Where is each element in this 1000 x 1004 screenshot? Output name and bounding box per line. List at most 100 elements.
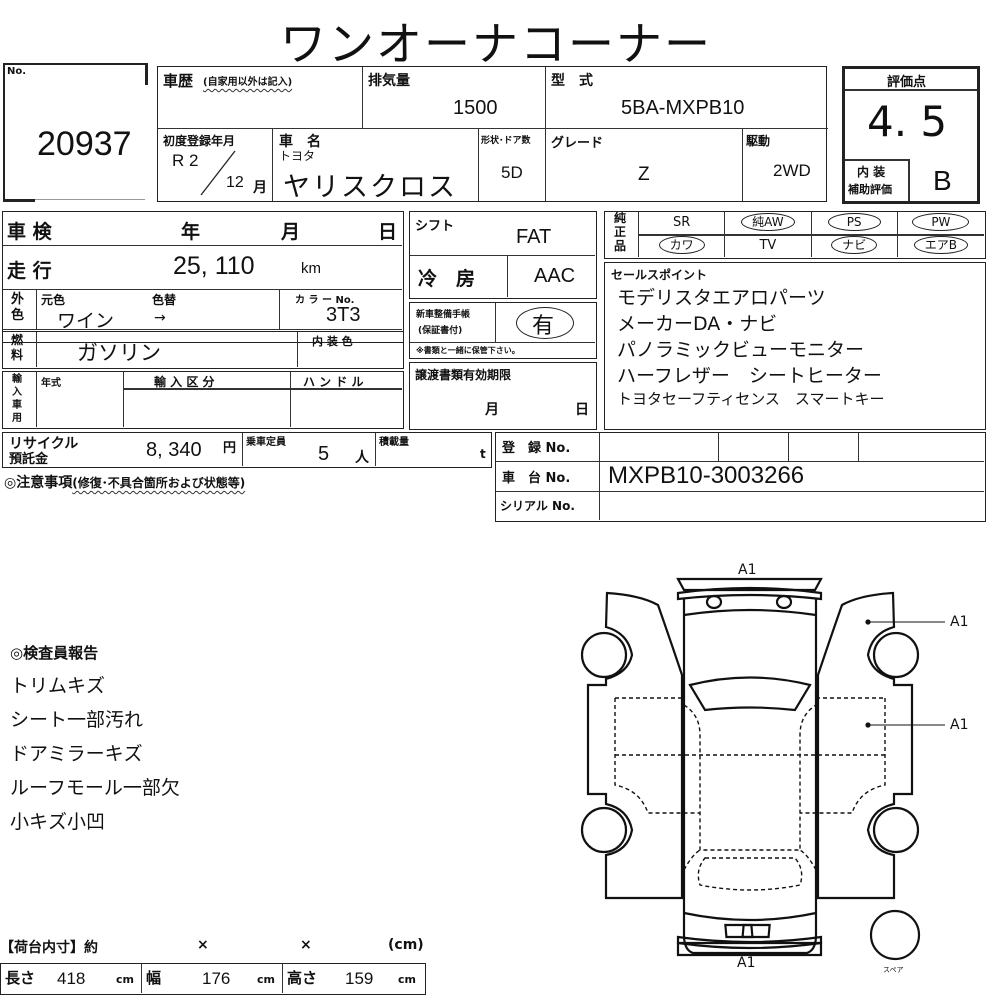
options-side-cell: 純正品 bbox=[605, 212, 639, 257]
recycle-value: 8, 340 bbox=[146, 439, 202, 461]
displacement-value: 1500 bbox=[453, 97, 498, 119]
service-book-block: 新車整備手帳 (保証書付) 有 ※書類と一緒に保管下さい。 bbox=[409, 302, 597, 359]
width-unit: cm bbox=[257, 973, 275, 986]
right-rear-door-damage-code: A1 bbox=[950, 717, 969, 733]
transfer-day: 日 bbox=[575, 402, 589, 418]
aircon-value: AAC bbox=[534, 265, 576, 287]
notes-heading: ◎注意事項(修復･不具合箇所および状態等) bbox=[4, 472, 245, 492]
model-code-value: 5BA-MXPB10 bbox=[621, 97, 745, 119]
serial-label-cell: シリアル No. bbox=[496, 492, 600, 520]
chassis-label: 車 台 No. bbox=[502, 471, 571, 486]
import-class-cell: 輸 入 区 分 bbox=[123, 372, 291, 427]
exterior-side-label: 外色 bbox=[11, 292, 25, 323]
recycle-cell: リサイクル 預託金 8, 340 円 bbox=[3, 433, 243, 466]
inspection-label: 車 検 bbox=[7, 221, 52, 243]
drive-label: 駆動 bbox=[746, 134, 771, 148]
date-slash-icon bbox=[200, 150, 236, 196]
interior-score-label-cell: 内 装 補助評価 bbox=[845, 159, 910, 201]
drive-cell: 駆動 2WD bbox=[743, 129, 828, 201]
first-registration-cell: 初度登録年月 R 2 12 月 bbox=[158, 129, 273, 201]
grade-value: Z bbox=[638, 164, 650, 185]
first-reg-label: 初度登録年月 bbox=[163, 134, 236, 148]
option-pw: PW bbox=[898, 212, 984, 234]
score-header: 評価点 bbox=[845, 69, 977, 91]
grade-label: グレード bbox=[551, 136, 604, 151]
shift-value: FAT bbox=[516, 226, 552, 248]
interior-score-value: B bbox=[933, 165, 952, 196]
option-ps: PS bbox=[812, 212, 898, 234]
cargo-dimensions-table: 長さ 418 cm 幅 176 cm 高さ 159 cm bbox=[0, 963, 426, 995]
fuel-block: 燃料 ガソリン 内 装 色 bbox=[2, 331, 404, 369]
front-damage-code: A1 bbox=[738, 562, 757, 578]
options-row-1: SR 純AW PS PW bbox=[639, 212, 984, 234]
left-detail-block: 車 検 年 月 日 走 行 25, 110 km 外色 元色 色替 ワイン → … bbox=[2, 211, 404, 343]
registration-number-cells bbox=[600, 433, 984, 462]
history-label: 車歴 bbox=[163, 72, 194, 90]
chassis-number: MXPB10-3003266 bbox=[608, 462, 805, 489]
capacity-unit: 人 bbox=[355, 450, 369, 466]
mileage-value: 25, 110 bbox=[173, 252, 255, 280]
load-label: 積載量 bbox=[379, 437, 409, 448]
aircon-label-cell: 冷 房 bbox=[410, 256, 508, 297]
chassis-value-cell: MXPB10-3003266 bbox=[600, 462, 984, 492]
spare-tire-label: スペア bbox=[883, 966, 904, 974]
length-label: 長さ bbox=[5, 969, 36, 987]
service-book-label-cell: 新車整備手帳 (保証書付) bbox=[410, 303, 496, 343]
width-value: 176 bbox=[202, 969, 231, 988]
registration-label-cell: 登 録 No. bbox=[496, 433, 600, 462]
cargo-heading-label: 【荷台内寸】約 bbox=[0, 940, 98, 956]
shift-row: シフト FAT bbox=[410, 212, 595, 256]
load-cell: 積載量 t bbox=[376, 433, 490, 466]
inspection-day: 日 bbox=[378, 221, 398, 243]
orig-color-value: ワイン bbox=[57, 310, 115, 330]
inspector-note: ルーフモール一部欠 bbox=[10, 777, 180, 799]
length-value: 418 bbox=[57, 969, 86, 988]
color-arrow: → bbox=[154, 310, 166, 326]
color-no-value: 3T3 bbox=[326, 304, 361, 326]
recycle-label-2: 預託金 bbox=[9, 452, 49, 466]
exterior-color-cell: 元色 色替 ワイン → bbox=[37, 290, 280, 330]
interior-label-2: 補助評価 bbox=[848, 183, 892, 196]
body-doors-label: 形状･ドア数 bbox=[481, 136, 531, 146]
sales-point-line: トヨタセーフティセンス スマートキー bbox=[617, 390, 885, 408]
sales-points-block: セールスポイント モデリスタエアロパーツ メーカーDA・ナビ パノラミックビュー… bbox=[604, 262, 986, 430]
car-name-label: 車 名 bbox=[279, 134, 321, 150]
sales-points-label: セールスポイント bbox=[611, 268, 708, 282]
shift-aircon-block: シフト FAT 冷 房 AAC bbox=[409, 211, 597, 299]
load-unit: t bbox=[480, 447, 486, 461]
car-outline-icon bbox=[580, 577, 945, 961]
first-reg-month: 12 bbox=[226, 174, 244, 191]
drive-value: 2WD bbox=[773, 161, 811, 180]
sales-point-line: メーカーDA・ナビ bbox=[617, 313, 778, 335]
body-doors-cell: 形状･ドア数 5D bbox=[479, 129, 546, 201]
service-book-label-2: (保証書付) bbox=[418, 326, 463, 336]
mileage-unit: km bbox=[301, 260, 321, 277]
sales-point-line: モデリスタエアロパーツ bbox=[617, 287, 826, 309]
lot-number: 20937 bbox=[37, 125, 132, 163]
import-side-cell: 輸入車用 bbox=[3, 372, 37, 427]
model-code-cell: 型 式 5BA-MXPB10 bbox=[546, 67, 828, 129]
recycle-label-1: リサイクル bbox=[9, 436, 79, 452]
options-row-2: カワ TV ナビ エアB bbox=[639, 235, 984, 257]
inspector-heading: ◎検査員報告 bbox=[10, 644, 99, 662]
notes-heading-sub: (修復･不具合箇所および状態等) bbox=[72, 476, 246, 490]
fuel-value: ガソリン bbox=[77, 341, 161, 365]
option-genuine-aw: 純AW bbox=[725, 212, 812, 234]
recycle-unit: 円 bbox=[223, 441, 237, 456]
width-cell: 幅 176 cm bbox=[142, 964, 283, 993]
body-doors-value: 5D bbox=[501, 163, 523, 182]
lot-label: No. bbox=[7, 66, 27, 77]
grade-cell: グレード Z bbox=[546, 129, 743, 201]
service-book-note: ※書類と一緒に保管下さい。 bbox=[416, 346, 520, 355]
vehicle-header-grid: 車歴 (自家用以外は記入) 排気量 1500 型 式 5BA-MXPB10 初度… bbox=[157, 66, 828, 202]
interior-label-1: 内 装 bbox=[857, 165, 886, 179]
car-name-cell: 車 名 トヨタ ヤリスクロス bbox=[273, 129, 479, 201]
service-book-value: 有 bbox=[532, 314, 555, 339]
fuel-side-cell: 燃料 bbox=[3, 332, 37, 367]
height-label: 高さ bbox=[287, 969, 318, 987]
mileage-label: 走 行 bbox=[7, 260, 52, 282]
inspector-note: シート一部汚れ bbox=[10, 709, 144, 731]
sales-point-line: パノラミックビューモニター bbox=[617, 339, 865, 361]
handle-cell: ハ ン ド ル bbox=[291, 372, 402, 427]
fuel-side-label: 燃料 bbox=[11, 333, 24, 362]
